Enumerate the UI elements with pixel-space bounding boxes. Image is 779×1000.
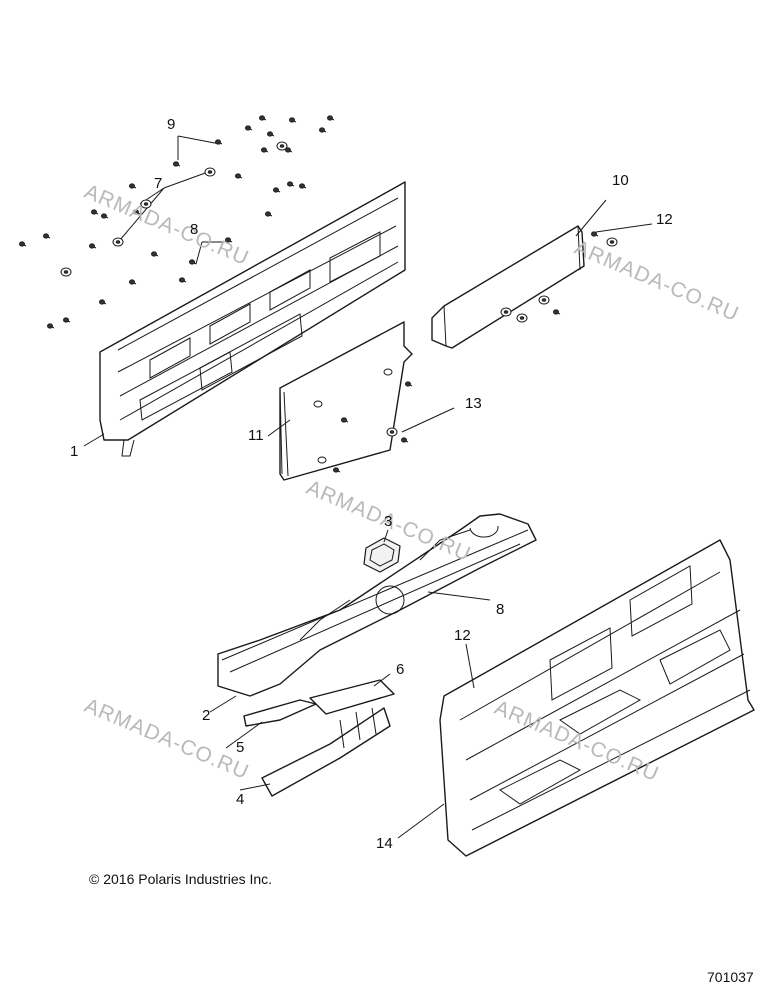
screw-icon — [128, 279, 137, 285]
washer-icon — [140, 199, 152, 209]
screw-icon — [172, 161, 181, 167]
screw-icon — [188, 259, 197, 265]
diagram-number: 701037 — [707, 969, 754, 985]
callout-2: 2 — [202, 707, 211, 724]
screw-icon — [400, 437, 409, 443]
screw-icon — [63, 317, 71, 323]
screw-icon — [332, 467, 341, 473]
screw-icon — [298, 183, 307, 189]
screw-icon — [258, 115, 267, 121]
screw-icon — [224, 237, 233, 243]
screw-icon — [288, 117, 297, 123]
washer-icon — [60, 267, 72, 277]
copyright-notice: © 2016 Polaris Industries Inc. — [89, 871, 273, 887]
callout-13: 13 — [465, 395, 482, 412]
callout-12-lower: 12 — [454, 627, 471, 644]
part-11-panel — [279, 321, 413, 481]
screw-icon — [234, 173, 243, 179]
washer-icon — [500, 307, 512, 317]
callout-6: 6 — [396, 661, 405, 678]
screw-icon — [553, 309, 561, 315]
screw-icon — [89, 243, 97, 249]
callout-1: 1 — [70, 443, 79, 460]
screw-icon — [284, 147, 293, 153]
part-2-floor-channel — [217, 513, 537, 697]
screw-icon — [91, 209, 99, 215]
screw-icon — [340, 417, 349, 423]
screw-icon — [264, 211, 273, 217]
screw-icon — [326, 115, 335, 121]
screw-icon — [272, 187, 281, 193]
part-1-rear-panel — [99, 181, 406, 457]
callout-5: 5 — [236, 739, 245, 756]
callout-12-upper: 12 — [656, 211, 673, 228]
callout-4: 4 — [236, 791, 245, 808]
screw-icon — [286, 181, 295, 187]
washer-icon — [276, 141, 288, 151]
part-4-pad — [261, 707, 391, 797]
screw-icon — [99, 299, 107, 305]
screw-icon — [47, 323, 55, 329]
screw-icon — [178, 277, 187, 283]
screw-icon — [150, 251, 159, 257]
screw-icon — [591, 231, 599, 237]
screw-icon — [266, 131, 275, 137]
screw-icon — [260, 147, 269, 153]
callout-14: 14 — [376, 835, 393, 852]
callout-3: 3 — [384, 513, 393, 530]
screw-icon — [101, 213, 109, 219]
washer-icon — [204, 167, 216, 177]
callout-10: 10 — [612, 172, 629, 189]
part-10-pad — [431, 225, 585, 349]
part-6-pad — [309, 679, 395, 715]
screw-icon — [318, 127, 327, 133]
washer-icon — [386, 427, 398, 437]
washer-icon — [516, 313, 528, 323]
screw-icon — [214, 139, 223, 145]
leader-lines — [83, 135, 653, 839]
part-14-lower-panel — [439, 539, 755, 857]
callout-8-lower: 8 — [496, 601, 505, 618]
screw-icon — [404, 381, 413, 387]
part-3-grommet — [363, 537, 401, 573]
callout-8-upper: 8 — [190, 221, 199, 238]
screw-icon — [18, 241, 27, 247]
screw-icon — [244, 125, 253, 131]
callout-9: 9 — [167, 116, 176, 133]
callout-11: 11 — [248, 427, 264, 444]
screw-icon — [43, 233, 51, 239]
part-5-pad — [243, 699, 317, 727]
washer-icon — [112, 237, 124, 247]
callout-7: 7 — [154, 175, 163, 192]
screw-icon — [128, 183, 137, 189]
screw-icon — [132, 209, 141, 215]
washer-icon — [538, 295, 550, 305]
washer-icon — [606, 237, 618, 247]
